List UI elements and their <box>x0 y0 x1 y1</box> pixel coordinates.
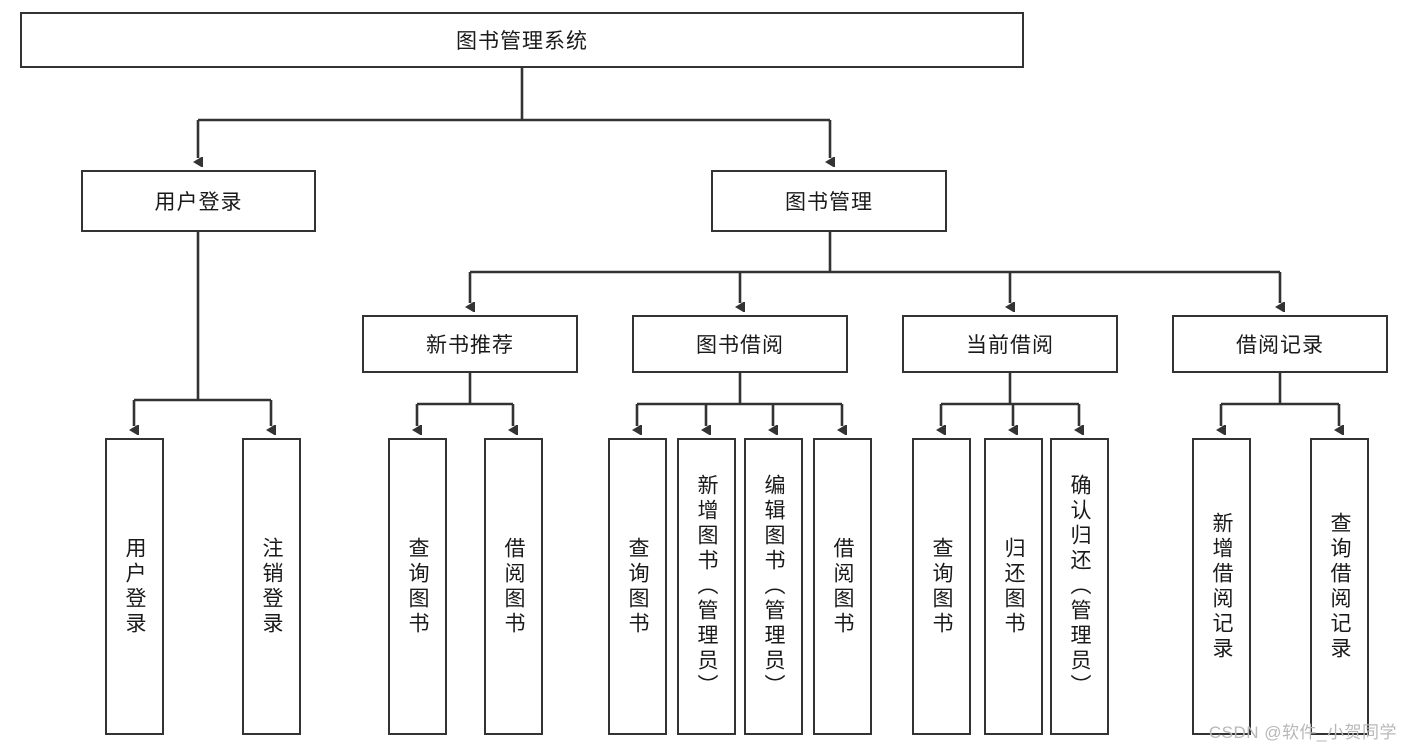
node-user-login-label: 用户登录 <box>154 191 243 214</box>
node-new-book-recommend-label: 新书推荐 <box>426 334 514 357</box>
leaf-recommend-borrow-book[interactable]: 借阅图书 <box>484 438 543 735</box>
leaf-current-return-book[interactable]: 归还图书 <box>984 438 1043 735</box>
leaf-user-login-login-label: 用户登录 <box>123 536 146 637</box>
node-book-management[interactable]: 图书管理 <box>711 170 947 232</box>
watermark-text: CSDN @软件_小贺同学 <box>1208 723 1397 742</box>
leaf-borrow-add-book-admin-label: 新增图书（管理员） <box>695 474 718 699</box>
node-borrow-record-label: 借阅记录 <box>1236 334 1324 357</box>
node-user-login[interactable]: 用户登录 <box>81 170 316 232</box>
leaf-borrow-borrow-book[interactable]: 借阅图书 <box>813 438 872 735</box>
node-current-borrow-label: 当前借阅 <box>966 334 1054 357</box>
leaf-borrow-edit-book-admin[interactable]: 编辑图书（管理员） <box>744 438 803 735</box>
leaf-current-query-book-label: 查询图书 <box>930 536 953 637</box>
leaf-record-add-record-label: 新增借阅记录 <box>1210 511 1233 662</box>
node-book-borrow-label: 图书借阅 <box>696 334 784 357</box>
leaf-borrow-query-book[interactable]: 查询图书 <box>608 438 667 735</box>
leaf-recommend-borrow-book-label: 借阅图书 <box>502 536 525 637</box>
leaf-user-login-logout[interactable]: 注销登录 <box>242 438 301 735</box>
leaf-user-login-login[interactable]: 用户登录 <box>105 438 164 735</box>
leaf-record-add-record[interactable]: 新增借阅记录 <box>1192 438 1251 735</box>
leaf-borrow-add-book-admin[interactable]: 新增图书（管理员） <box>677 438 736 735</box>
leaf-recommend-query-book-label: 查询图书 <box>406 536 429 637</box>
leaf-record-query-record-label: 查询借阅记录 <box>1328 511 1351 662</box>
leaf-record-query-record[interactable]: 查询借阅记录 <box>1310 438 1369 735</box>
node-current-borrow[interactable]: 当前借阅 <box>902 315 1118 373</box>
leaf-current-confirm-return-admin-label: 确认归还（管理员） <box>1068 474 1091 699</box>
node-book-management-label: 图书管理 <box>785 191 873 214</box>
leaf-current-return-book-label: 归还图书 <box>1002 536 1025 637</box>
node-root-system[interactable]: 图书管理系统 <box>20 12 1024 68</box>
leaf-borrow-edit-book-admin-label: 编辑图书（管理员） <box>762 474 785 699</box>
node-root-system-label: 图书管理系统 <box>456 30 588 53</box>
leaf-current-confirm-return-admin[interactable]: 确认归还（管理员） <box>1050 438 1109 735</box>
node-new-book-recommend[interactable]: 新书推荐 <box>362 315 578 373</box>
leaf-borrow-borrow-book-label: 借阅图书 <box>831 536 854 637</box>
leaf-user-login-logout-label: 注销登录 <box>260 536 283 637</box>
leaf-recommend-query-book[interactable]: 查询图书 <box>388 438 447 735</box>
leaf-borrow-query-book-label: 查询图书 <box>626 536 649 637</box>
node-borrow-record[interactable]: 借阅记录 <box>1172 315 1388 373</box>
node-book-borrow[interactable]: 图书借阅 <box>632 315 848 373</box>
leaf-current-query-book[interactable]: 查询图书 <box>912 438 971 735</box>
